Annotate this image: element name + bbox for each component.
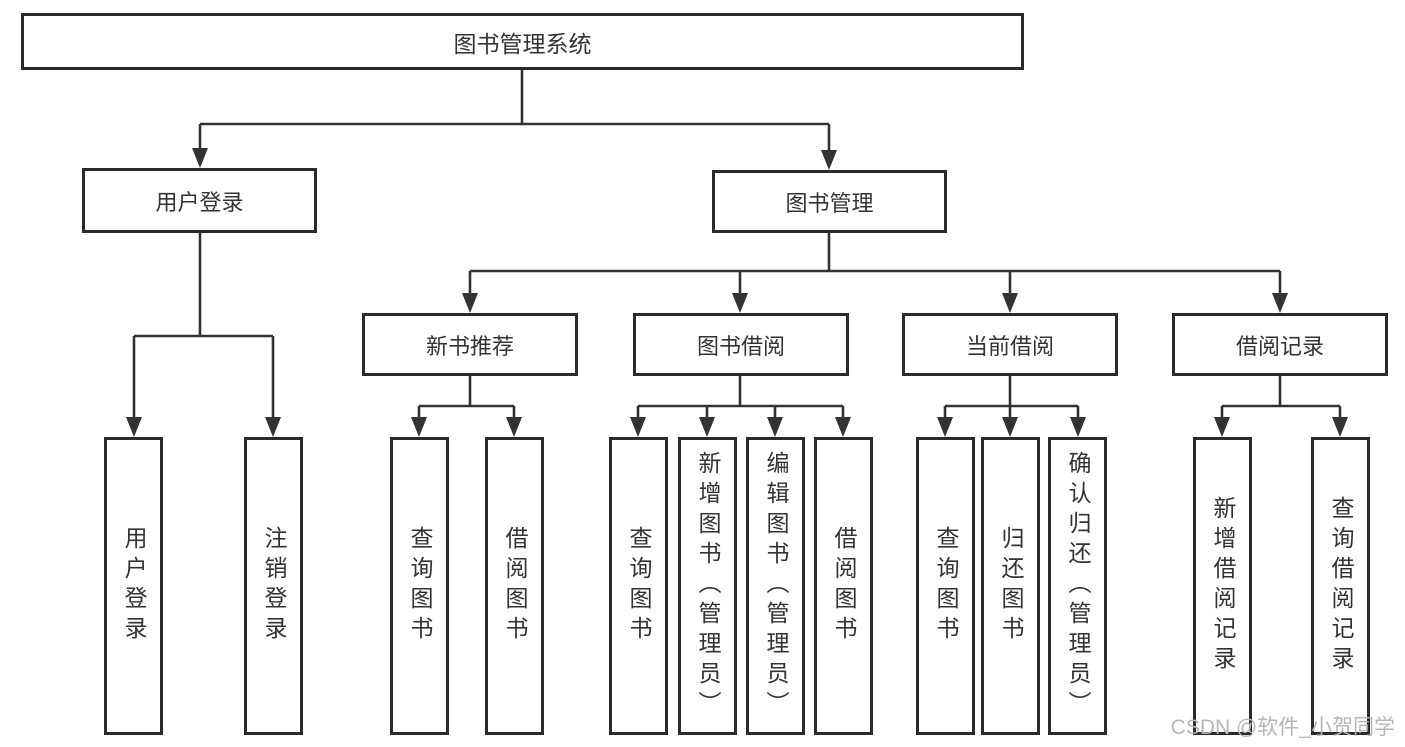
leaf-confirm-return-admin: 确认归还（管理员） [1048, 437, 1107, 735]
leaf-user-login: 用户登录 [104, 437, 163, 735]
leaf-edit-books-admin: 编辑图书（管理员） [746, 437, 805, 735]
leaf-add-borrow-record: 新增借阅记录 [1193, 437, 1252, 735]
leaf-label: 查询图书 [626, 526, 652, 646]
node-label: 图书借阅 [696, 333, 785, 359]
node-borrowing-records: 借阅记录 [1172, 313, 1388, 376]
leaf-label: 注销登录 [261, 526, 287, 646]
node-label: 图书管理 [785, 190, 874, 216]
arrowheads [126, 148, 1348, 437]
node-user-login: 用户登录 [82, 168, 317, 233]
leaf-logout: 注销登录 [244, 437, 303, 735]
leaf-label: 新增借阅记录 [1210, 496, 1236, 676]
node-label: 用户登录 [155, 189, 244, 215]
leaf-borrow-books-borrowing: 借阅图书 [814, 437, 873, 735]
node-label: 借阅记录 [1235, 333, 1324, 359]
leaf-add-books-admin: 新增图书（管理员） [678, 437, 737, 735]
leaf-label: 新增图书（管理员） [695, 451, 721, 721]
leaf-label: 查询借阅记录 [1328, 496, 1354, 676]
leaf-borrow-books-recommend: 借阅图书 [485, 437, 544, 735]
leaf-query-books-recommend: 查询图书 [390, 437, 449, 735]
node-label: 当前借阅 [965, 333, 1054, 359]
leaf-label: 查询图书 [933, 526, 959, 646]
leaf-label: 编辑图书（管理员） [763, 451, 789, 721]
node-book-borrowing: 图书借阅 [633, 313, 849, 376]
leaf-query-books-borrowing: 查询图书 [609, 437, 668, 735]
node-book-management: 图书管理 [712, 170, 947, 233]
node-new-book-recommendation: 新书推荐 [362, 313, 578, 376]
leaf-label: 借阅图书 [502, 526, 528, 646]
leaf-query-books-current: 查询图书 [916, 437, 975, 735]
csdn-watermark: CSDN @软件_小贺同学 [1170, 716, 1395, 739]
node-label: 新书推荐 [425, 333, 514, 359]
leaf-label: 归还图书 [998, 526, 1024, 646]
leaf-label: 用户登录 [121, 526, 147, 646]
node-current-borrowing: 当前借阅 [902, 313, 1118, 376]
leaf-label: 查询图书 [407, 526, 433, 646]
leaf-label: 确认归还（管理员） [1065, 451, 1091, 721]
leaf-return-books: 归还图书 [981, 437, 1040, 735]
node-label: 图书管理系统 [453, 30, 592, 57]
leaf-query-borrow-record: 查询借阅记录 [1311, 437, 1370, 735]
leaf-label: 借阅图书 [831, 526, 857, 646]
node-library-management-system: 图书管理系统 [21, 13, 1024, 70]
